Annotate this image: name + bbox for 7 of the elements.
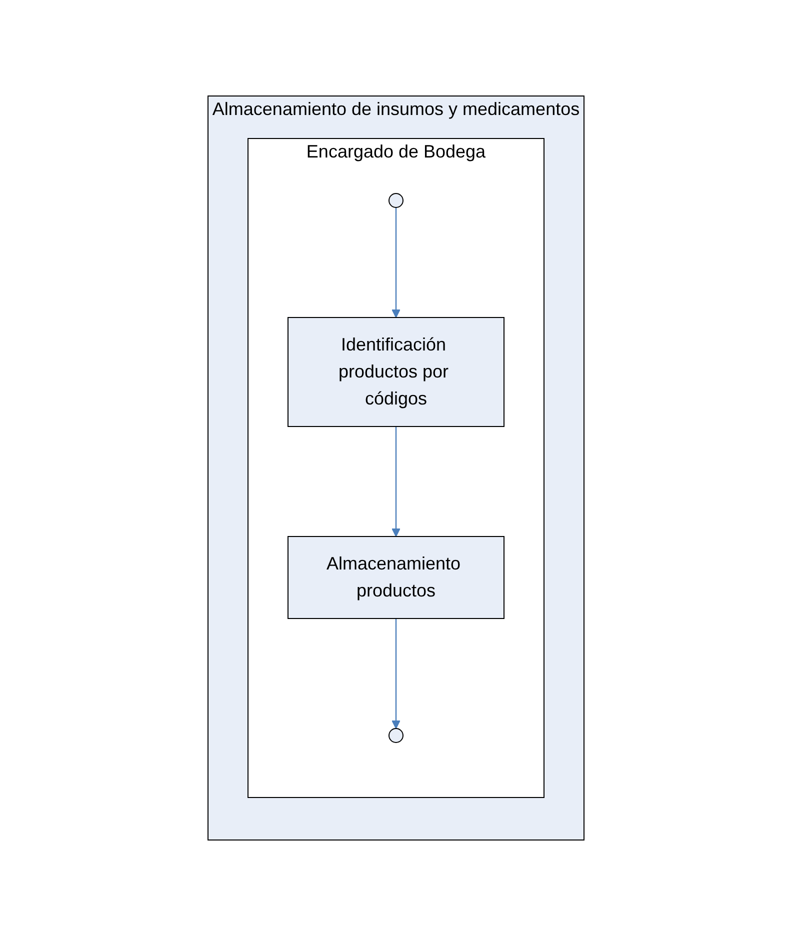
arrow	[392, 208, 400, 318]
node-box: Almacenamiento productos	[288, 536, 504, 619]
node-circle	[388, 193, 404, 208]
arrow	[392, 618, 400, 729]
node-box: Identificación productos por códigos	[288, 317, 504, 427]
arrow	[392, 426, 400, 537]
node-circle	[388, 728, 404, 743]
